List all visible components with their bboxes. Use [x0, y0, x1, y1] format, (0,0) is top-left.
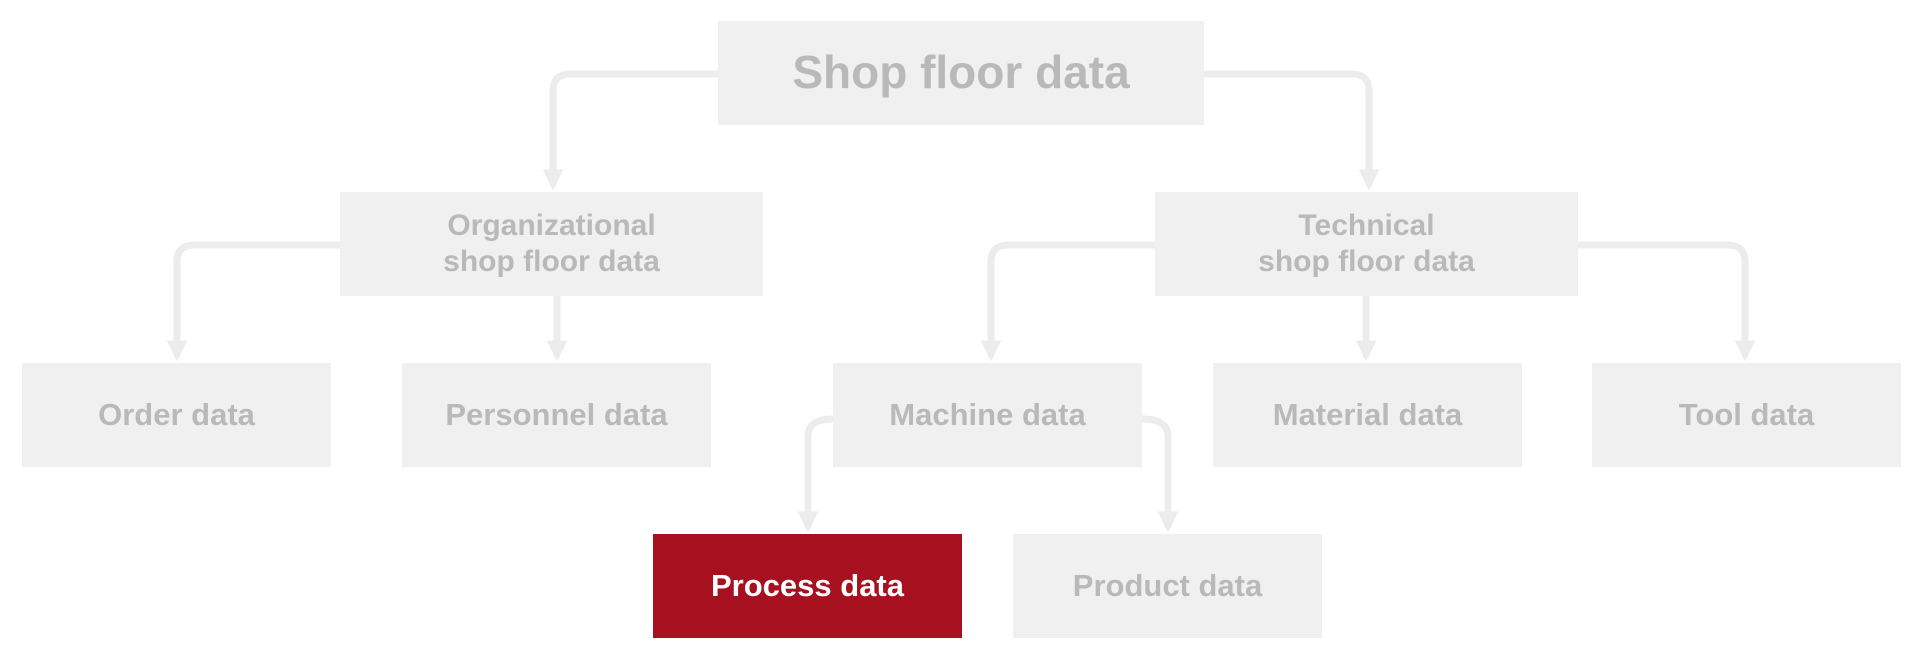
connector-technical-to-machine — [980, 241, 1159, 362]
connector-machine-to-process — [797, 415, 837, 533]
node-personnel-data: Personnel data — [402, 363, 711, 467]
node-shop-floor-data: Shop floor data — [718, 21, 1204, 125]
node-label: Technical shop floor data — [1258, 209, 1475, 278]
node-label: Order data — [98, 397, 255, 433]
node-label: Tool data — [1678, 397, 1815, 433]
node-product-data: Product data — [1013, 534, 1322, 638]
node-material-data: Material data — [1213, 363, 1522, 467]
node-label: Shop floor data — [792, 46, 1130, 99]
node-technical-shop-floor-data: Technical shop floor data — [1155, 192, 1578, 296]
node-tool-data: Tool data — [1592, 363, 1901, 467]
node-organizational-shop-floor-data: Organizational shop floor data — [340, 192, 763, 296]
connector-root-to-technical — [1200, 70, 1380, 191]
node-order-data: Order data — [22, 363, 331, 467]
connector-machine-to-product — [1138, 415, 1179, 533]
node-process-data-highlighted: Process data — [653, 534, 962, 638]
node-label: Personnel data — [445, 397, 668, 433]
connector-technical-to-tool — [1574, 241, 1756, 362]
node-label: Organizational shop floor data — [443, 209, 660, 278]
connector-root-to-organizational — [542, 70, 722, 191]
node-label: Process data — [711, 568, 904, 604]
connector-organizational-to-order — [166, 241, 344, 362]
node-label: Product data — [1072, 568, 1263, 604]
node-machine-data: Machine data — [833, 363, 1142, 467]
node-label: Machine data — [889, 397, 1086, 433]
node-label: Material data — [1272, 397, 1463, 433]
